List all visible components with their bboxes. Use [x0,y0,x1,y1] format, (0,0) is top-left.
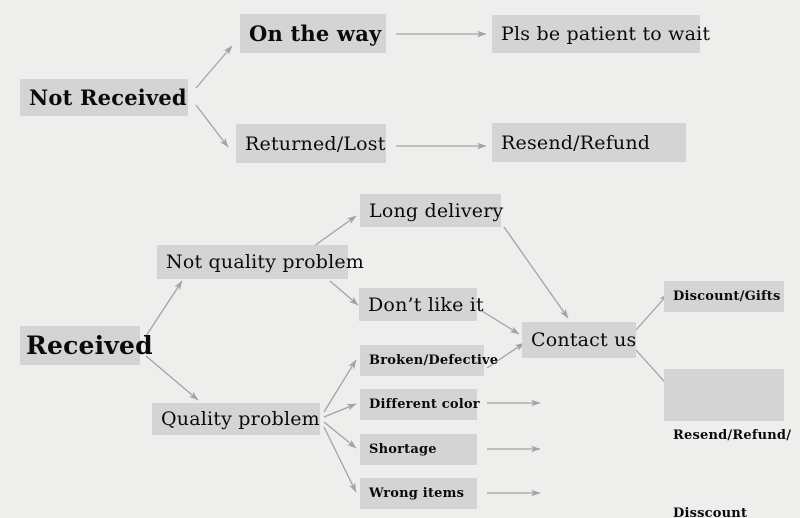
edge-not-quality-problem-to-dont-like-it [329,280,359,306]
edge-quality-problem-to-different-color [323,403,357,418]
edge-quality-problem-to-shortage [323,421,357,449]
node-received[interactable]: Received [20,326,153,365]
node-label: Quality problem [161,408,320,430]
node-contact-us[interactable]: Contact us [522,322,636,358]
node-label: Not Received [29,85,187,110]
edge-dont-like-it-to-contact-us [481,310,520,335]
node-label-line-2: Disscount [673,506,748,518]
node-label: Not quality problem [166,251,365,273]
node-label: Returned/Lost [245,132,386,155]
node-not-received[interactable]: Not Received [20,79,188,116]
node-not-quality-problem[interactable]: Not quality problem [157,245,364,279]
node-label: Don’t like it [368,293,484,316]
node-shortage[interactable]: Shortage [360,434,477,465]
node-label: Received [26,331,153,360]
node-dont-like-it[interactable]: Don’t like it [359,288,484,321]
edge-quality-problem-to-wrong-items [323,426,357,493]
node-label: Wrong items [369,486,465,501]
node-label: Broken/Defective [369,353,499,368]
node-label: Shortage [369,442,437,457]
node-label: Discount/Gifts [673,289,781,304]
node-returned-lost[interactable]: Returned/Lost [236,124,386,163]
node-label: Pls be patient to wait [501,23,711,45]
node-label: On the way [249,21,382,46]
node-resend-refund[interactable]: Resend/Refund [492,123,686,162]
node-discount-gifts[interactable]: Discount/Gifts [664,281,784,312]
node-resend-refund-disscount[interactable]: Resend/Refund/ Disscount [664,369,791,518]
node-label: Different color [369,397,480,412]
node-label-line-1: Resend/Refund/ [673,428,792,443]
node-quality-problem[interactable]: Quality problem [152,403,320,435]
node-label: Resend/Refund [501,131,651,154]
node-pls-be-patient-to-wait[interactable]: Pls be patient to wait [492,15,710,53]
node-broken-defective[interactable]: Broken/Defective [360,345,498,376]
edge-received-to-not-quality-problem [145,280,183,337]
edge-not-received-to-on-the-way [195,45,233,89]
edge-quality-problem-to-broken-defective [323,359,357,413]
node-label: Contact us [531,329,637,351]
node-different-color[interactable]: Different color [360,389,480,420]
node-wrong-items[interactable]: Wrong items [360,478,477,509]
edge-not-received-to-returned-lost [195,104,229,148]
node-label: Long delivery [369,199,504,222]
edge-received-to-quality-problem [145,355,199,401]
edge-long-delivery-to-contact-us [503,226,569,319]
node-long-delivery[interactable]: Long delivery [360,194,504,227]
node-on-the-way[interactable]: On the way [240,14,386,53]
